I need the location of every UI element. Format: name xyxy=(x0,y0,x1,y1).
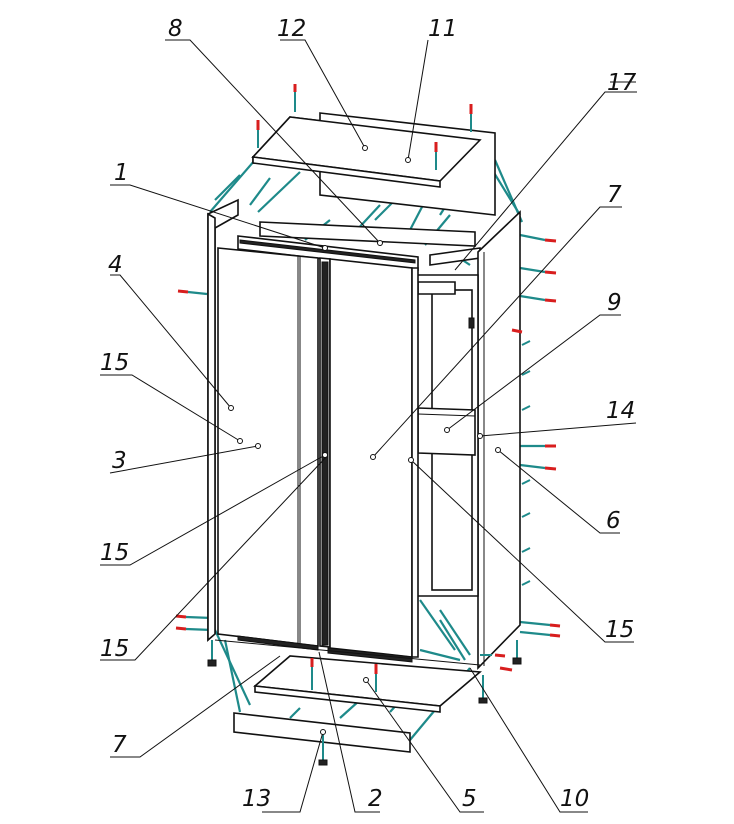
right-side-panel xyxy=(477,210,521,670)
callout-12: 12 xyxy=(277,16,306,42)
callout-7-bottom: 7 xyxy=(112,732,127,758)
callout-target-dots xyxy=(228,145,501,735)
callout-labels: 8 12 11 17 1 7 4 9 15 14 3 6 15 15 15 7 … xyxy=(100,16,637,812)
interior-back xyxy=(414,274,479,597)
callout-10: 10 xyxy=(560,786,589,812)
callout-14: 14 xyxy=(606,398,635,424)
callout-13: 13 xyxy=(242,786,271,812)
callout-17: 17 xyxy=(607,70,637,96)
callout-15-left-a: 15 xyxy=(100,350,129,376)
callout-leaders xyxy=(100,39,637,813)
callout-8: 8 xyxy=(168,16,183,42)
callout-4: 4 xyxy=(108,252,123,278)
fasteners xyxy=(175,84,561,692)
callout-9: 9 xyxy=(607,290,622,316)
callout-5: 5 xyxy=(462,786,477,812)
left-side-panel xyxy=(207,198,239,642)
callout-15-left-c: 15 xyxy=(100,636,129,662)
callout-7-top: 7 xyxy=(607,182,622,208)
callout-15-left-b: 15 xyxy=(100,540,129,566)
adjustable-feet xyxy=(207,640,522,766)
callout-6: 6 xyxy=(606,508,621,534)
roof-panel xyxy=(251,112,496,216)
doors xyxy=(217,247,419,658)
callout-1: 1 xyxy=(114,160,129,186)
callout-3: 3 xyxy=(112,448,127,474)
door-bottom-rail xyxy=(214,635,481,666)
callout-11: 11 xyxy=(428,16,457,42)
callout-15-right: 15 xyxy=(605,617,634,643)
base-panel xyxy=(253,655,482,713)
callout-2: 2 xyxy=(368,786,383,812)
